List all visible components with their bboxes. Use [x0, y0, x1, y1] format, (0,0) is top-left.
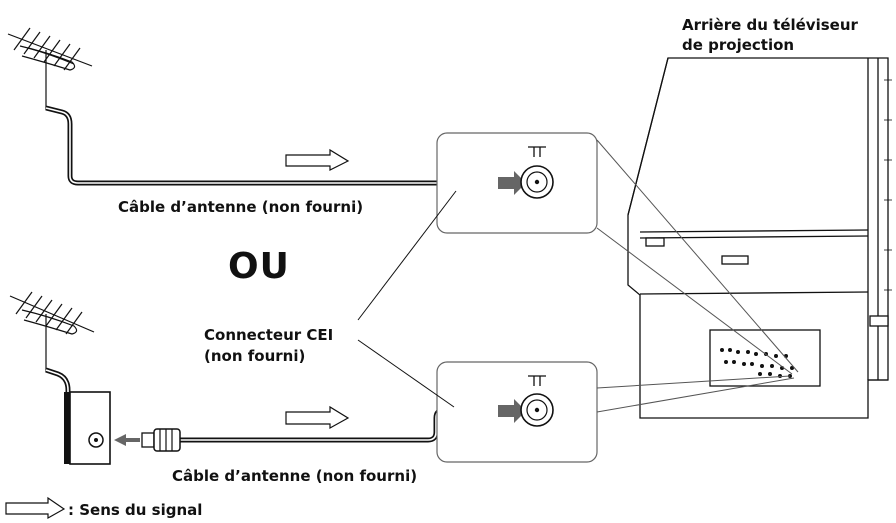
signal-direction-arrow-icon [285, 405, 350, 430]
connector-label-line2: (non fourni) [204, 347, 306, 365]
signal-direction-arrow-icon [5, 496, 66, 520]
antenna-cable-label-top: Câble d’antenne (non fourni) [118, 198, 364, 216]
inset-pointer-lines [596, 139, 799, 413]
antenna-cable-label-bottom: Câble d’antenne (non fourni) [172, 467, 418, 485]
tv-rear-title-line2: de projection [682, 36, 795, 54]
wall-outlet-icon [64, 391, 140, 465]
coax-plug-icon [141, 428, 181, 452]
legend-text: : Sens du signal [68, 501, 203, 519]
tv-rear-title-line1: Arrière du téléviseur [682, 16, 858, 34]
antenna-icon [7, 27, 93, 110]
antenna-icon [9, 291, 95, 372]
antenna-jack-icon [498, 146, 554, 199]
or-separator: OU [228, 246, 290, 287]
connector-callout-lines [357, 190, 457, 408]
tv-rear-icon [627, 57, 892, 419]
signal-direction-arrow-icon [285, 148, 350, 171]
antenna-jack-icon [498, 375, 554, 427]
connector-label-line1: Connecteur CEI [204, 326, 334, 344]
antenna-cable-top [45, 105, 452, 186]
